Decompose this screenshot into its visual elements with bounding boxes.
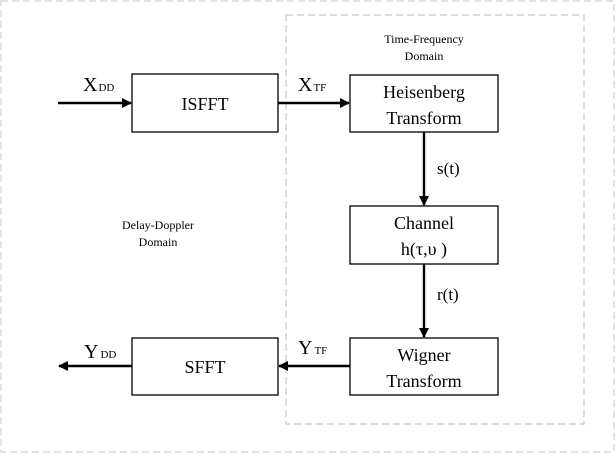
tf-domain-label-line2: Domain <box>405 49 444 63</box>
channel-block <box>349 205 499 265</box>
signal-s-t: s(t) <box>437 159 460 178</box>
channel-label-line1: Channel <box>394 213 454 233</box>
channel-label-line2: h(τ,υ ) <box>401 239 447 260</box>
dd-domain-label-line1: Delay-Doppler <box>122 218 194 232</box>
heisenberg-label-line1: Heisenberg <box>383 82 465 102</box>
isfft-label: ISFFT <box>181 94 228 114</box>
heisenberg-block <box>349 74 499 133</box>
sfft-block <box>131 337 279 396</box>
signal-x-tf: XTF <box>298 74 326 96</box>
signal-x-dd: XDD <box>83 74 114 96</box>
wigner-label-line1: Wigner <box>397 345 450 365</box>
signal-r-t: r(t) <box>437 285 459 304</box>
wigner-label-line2: Transform <box>386 371 461 391</box>
time-frequency-domain-region <box>285 14 585 425</box>
dd-domain-label-line2: Domain <box>139 235 178 249</box>
wigner-block <box>349 337 499 396</box>
sfft-label: SFFT <box>184 357 225 377</box>
heisenberg-label-line2: Transform <box>386 108 461 128</box>
isfft-block <box>131 73 279 133</box>
tf-domain-label-line1: Time-Frequency <box>384 32 464 46</box>
